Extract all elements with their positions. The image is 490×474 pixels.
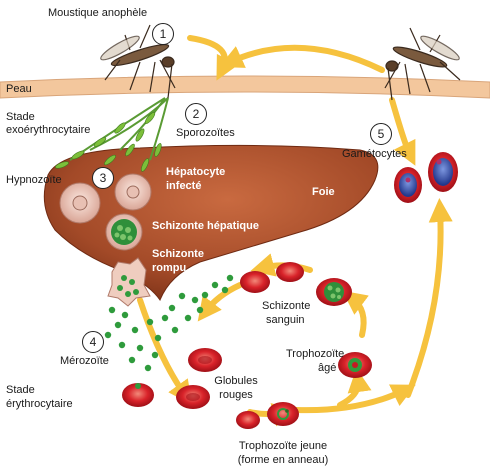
step-3-badge: 3 bbox=[92, 167, 114, 189]
arrow-bottom-right bbox=[293, 384, 416, 414]
arrow-top-return bbox=[219, 44, 385, 73]
gametocytes bbox=[394, 152, 458, 203]
arrow-merozoite-release bbox=[197, 282, 243, 322]
step-1-badge: 1 bbox=[152, 23, 174, 45]
skin-label: Peau bbox=[6, 83, 32, 95]
mature-trophozoite bbox=[338, 352, 372, 378]
skin-band bbox=[0, 75, 490, 99]
red-cells-label-line1: Globules bbox=[214, 375, 258, 387]
mosquito-right bbox=[384, 27, 461, 101]
arrow-right-side-up bbox=[405, 198, 453, 398]
merozoites bbox=[104, 274, 234, 372]
mature-trophozoite-label-line2: âgé bbox=[318, 362, 337, 374]
arrow-to-blood-schizont bbox=[342, 290, 369, 338]
mature-trophozoite-label-line1: Trophozoïte bbox=[286, 348, 345, 360]
step-2-badge: 2 bbox=[185, 103, 207, 125]
arrow-to-mature-troph bbox=[337, 368, 372, 408]
hypnozoite-label: Hypnozoïte bbox=[6, 174, 62, 186]
blood-schizont-label-line1: Schizonte bbox=[262, 300, 311, 312]
ery-stage-label-line1: Stade bbox=[6, 384, 35, 396]
infected-hepatocyte-label-line2: infecté bbox=[166, 180, 202, 192]
step-4-badge: 4 bbox=[82, 331, 104, 353]
step-5-badge: 5 bbox=[370, 123, 392, 145]
blood-schizont-label-line2: sanguin bbox=[266, 314, 305, 326]
gametocytes-label: Gamétocytes bbox=[342, 148, 407, 160]
hepatic-schizont bbox=[105, 213, 143, 251]
sporozoites bbox=[55, 112, 162, 172]
hepatic-schizont-label: Schizonte hépatique bbox=[152, 220, 259, 232]
ruptured-schizont bbox=[107, 257, 151, 307]
blood-schizont bbox=[316, 278, 352, 306]
red-cells-label-line2: rouges bbox=[219, 389, 253, 401]
arrow-down-to-gametocytes bbox=[389, 97, 416, 166]
liver-label: Foie bbox=[312, 186, 335, 198]
hypnozoite-cell bbox=[59, 182, 101, 224]
merozoite-label: Mérozoïte bbox=[60, 355, 109, 367]
arrow-mosquito-to-skin bbox=[187, 35, 239, 81]
exo-stage-label-line1: Stade bbox=[6, 111, 35, 123]
young-trophozoite-label-line2: (forme en anneau) bbox=[237, 454, 329, 466]
young-trophozoite-label-line1: Trophozoïte jeune bbox=[238, 440, 328, 452]
arrow-liver-down bbox=[137, 297, 192, 405]
young-trophozoite bbox=[267, 402, 299, 426]
infected-hepatocyte-label-line1: Hépatocyte bbox=[166, 166, 226, 178]
exo-stage-label-line2: exoérythrocytaire bbox=[6, 124, 91, 136]
sporozoites-label: Sporozoïtes bbox=[176, 127, 235, 139]
ruptured-schizont-label-line1: Schizonte bbox=[152, 248, 204, 260]
infected-hepatocyte bbox=[114, 173, 152, 211]
mosquito-label: Moustique anophèle bbox=[48, 7, 148, 19]
mosquito-left bbox=[100, 24, 176, 99]
ery-stage-label-line2: érythrocytaire bbox=[6, 398, 73, 410]
ruptured-schizont-label-line2: rompu bbox=[152, 262, 187, 274]
red-blood-cells bbox=[122, 262, 304, 429]
